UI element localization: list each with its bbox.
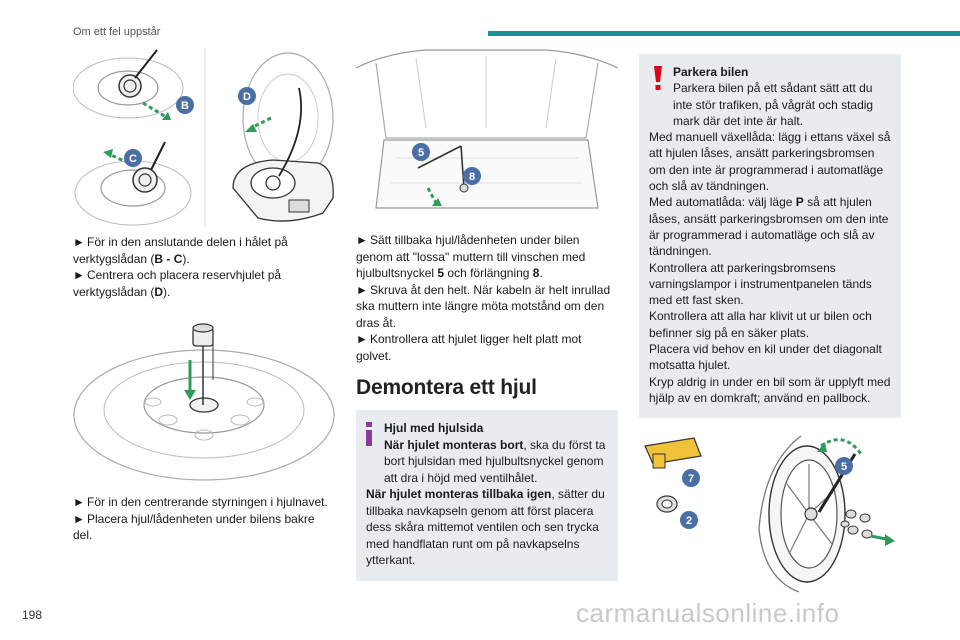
figure-centering-guide [73,310,335,486]
section-heading: Demontera ett hjul [356,376,537,399]
svg-text:5: 5 [418,147,424,159]
instructions-2: ►För in den centrerande styrningen i hju… [73,494,335,544]
svg-text:D: D [243,91,251,103]
toolbox-illustration: B C D [73,48,334,226]
badge-2 [680,511,698,530]
badge-5 [835,457,853,476]
info-box-hubcap: Hjul med hjulsida När hjulet monteras bo… [356,410,618,581]
watermark: carmanualsonline.info [576,598,840,628]
running-header: Om ett fel uppstår [73,26,161,38]
warning-line: Kontrollera att parkeringsbromsens varni… [649,260,872,308]
warning-line: Kryp aldrig in under en bil som är upply… [649,374,891,405]
figure-trunk-winch: 5 8 [356,48,618,218]
warning-line: Kontrollera att alla har klivit ut ur bi… [649,309,872,340]
badge-5 [412,143,430,161]
instruction-line: ►Kontrollera att hjulet ligger helt plat… [356,332,582,363]
warning-icon [654,66,662,90]
instruction-line: ►Sätt tillbaka hjul/lådenheten under bil… [356,233,586,280]
figure-wheel-removal: 7 5 2 [639,434,901,595]
instruction-line: ►Skruva åt den helt. När kabeln är helt … [356,282,611,330]
svg-text:2: 2 [686,515,692,527]
svg-text:B: B [181,100,189,112]
badge-d [238,87,256,105]
warning-line: Med automatlåda: välj läge P så att hjul… [649,195,889,259]
column-2: 5 8 ►Sätt tillbaka hjul/lådenheten under… [356,48,618,581]
warning-title: Parkera bilen [673,65,749,79]
instruction-line: ►Placera hjul/lådenheten under bilens ba… [73,511,315,543]
info-icon [366,422,372,446]
wheel-hub-illustration [73,323,335,481]
instructions-3: ►Sätt tillbaka hjul/lådenheten under bil… [356,232,618,364]
instructions-1: ►För in den anslutande delen i hålet på … [73,234,335,300]
warning-line: Parkera bilen på ett sådant sätt att du … [673,81,874,128]
badge-b [176,96,194,114]
info-text-1: När hjulet monteras bort, ska du först t… [384,437,606,485]
svg-text:C: C [129,153,137,165]
info-text-2: När hjulet monteras tillbaka igen, sätte… [366,487,605,567]
warning-box-parking: Parkera bilen Parkera bilen på ett sådan… [639,54,901,419]
warning-line: Med manuell växellåda: lägg i ettans väx… [649,130,891,194]
page-number: 198 [22,608,43,622]
info-title: Hjul med hjulsida [384,421,484,435]
badge-c [124,149,142,167]
column-1: B C D ►För in den anslutande delen i hål… [73,48,335,544]
badge-7 [682,469,700,488]
instruction-line: ►För in den centrerande styrningen i hju… [73,495,328,509]
instruction-line: ►Centrera och placera reservhjulet på ve… [73,268,282,299]
instruction-line: ►För in den anslutande delen i hålet på … [73,235,288,266]
column-3: Parkera bilen Parkera bilen på ett sådan… [639,54,901,595]
header-accent-bar [488,31,960,36]
svg-text:7: 7 [688,473,694,485]
wheel-bolts-illustration: 7 5 2 [644,435,895,593]
svg-text:8: 8 [469,171,475,183]
warning-line: Placera vid behov en kil under det diago… [649,342,882,373]
trunk-illustration: 5 8 [356,49,618,209]
badge-8 [463,167,481,185]
svg-text:5: 5 [841,461,847,473]
figure-toolbox-spare-wheel: B C D [73,48,335,226]
